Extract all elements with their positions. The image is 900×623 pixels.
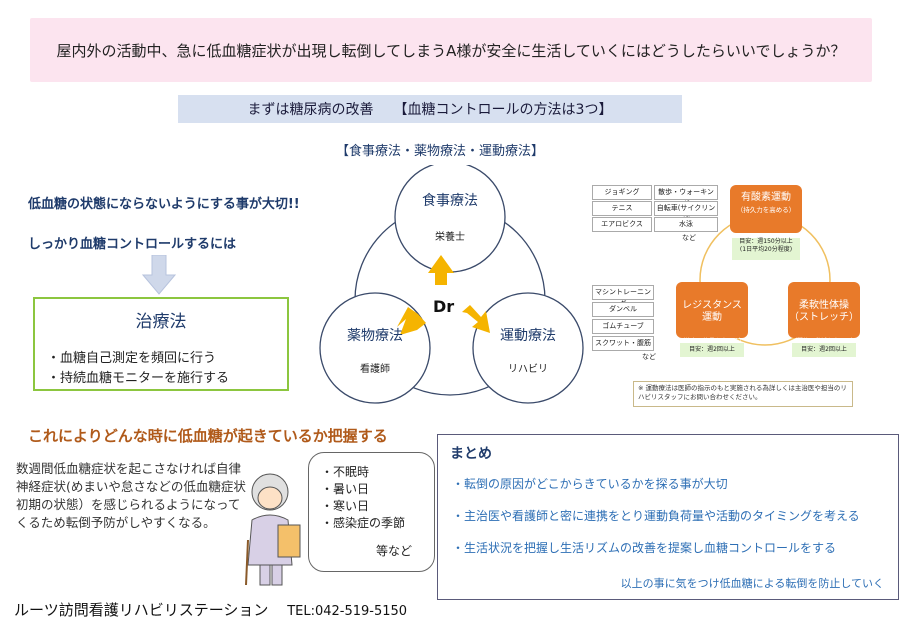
treatment-title: 治療法 (135, 312, 187, 332)
resistance-example: マシントレーニング (592, 285, 654, 308)
bubble-item: ・寒い日 (321, 499, 370, 513)
lead-text-2: しっかり血糖コントロールするには (28, 237, 237, 252)
food-therapy-sub: 栄養士 (435, 232, 465, 243)
organization-name: ルーツ訪問看護リハビリステーション (14, 601, 269, 619)
aerobic-example: 自転車(サイクリング) (654, 201, 718, 224)
summary-box: まとめ ・転倒の原因がどこからきているかを探る事が大切 ・主治医や看護師と密に連… (437, 434, 899, 600)
bubble-item: ・感染症の季節 (321, 516, 406, 530)
banner-text: 屋内外の活動中、急に低血糖症状が出現し転倒してしまうA様が安全に生活していくには… (56, 41, 846, 60)
aerobic-node: 有酸素運動 （持久力を高める） (730, 185, 802, 233)
resistance-sub: （筋力・筋量を高める） (678, 338, 745, 345)
therapy-diagram (319, 165, 584, 404)
speech-bubble: ・不眠時 ・暑い日 ・寒い日 ・感染症の季節 等など (308, 452, 435, 572)
flex-node: 柔軟性体操 （ストレッチ） （関節可動域を高める） (788, 282, 860, 345)
aerobic-example: テニス (592, 201, 652, 216)
footer: ルーツ訪問看護リハビリステーション TEL:042-519-5150 (14, 599, 407, 620)
aerobic-note: 目安：週150分以上 (1日平均20分程度) (732, 238, 800, 260)
aerobic-etc: など (682, 234, 696, 242)
bubble-item: ・不眠時 (321, 465, 370, 479)
summary-item: ・生活状況を把握し生活リズムの改善を提案し血糖コントロールをする (452, 541, 837, 555)
methods-label: 【食事療法・薬物療法・運動療法】 (335, 144, 544, 159)
aerobic-example: 散歩・ウォーキング (654, 185, 718, 208)
aerobic-example: 水泳 (654, 217, 718, 232)
banner: 屋内外の活動中、急に低血糖症状が出現し転倒してしまうA様が安全に生活していくには… (30, 18, 872, 82)
exercise-therapy-title: 運動療法 (500, 328, 556, 344)
drug-therapy-sub: 看護師 (360, 364, 390, 375)
treatment-item: ・血糖自己測定を頻回に行う (47, 351, 217, 366)
section-heading: これによりどんな時に低血糖が起きているか把握する (28, 427, 388, 445)
down-arrow-icon (142, 255, 176, 295)
flex-title: 柔軟性体操 （ストレッチ） (789, 300, 859, 323)
arrow-up-icon (428, 255, 454, 285)
arrow-down-left-icon (397, 307, 426, 335)
aerobic-sub: （持久力を高める） (736, 206, 796, 214)
drug-therapy-circle (319, 292, 431, 404)
elderly-person-illustration (245, 473, 301, 586)
drug-therapy-title: 薬物療法 (347, 328, 403, 344)
subheader-right: 【血糖コントロールの方法は3つ】 (393, 102, 613, 118)
bubble-item: ・暑い日 (321, 482, 370, 496)
exercise-footnote: ※ 運動療法は医師の指示のもと実施される為詳しくは主治医や担当のリハビリスタッフ… (633, 381, 853, 407)
summary-item: ・転倒の原因がどこからきているかを探る事が大切 (452, 477, 728, 491)
phone-number: TEL:042-519-5150 (287, 604, 408, 619)
aerobic-example: エアロビクス (592, 217, 652, 232)
bubble-etc: 等など (375, 544, 412, 558)
flex-note: 目安：週2回以上 (792, 343, 856, 357)
exercise-therapy-circle (472, 292, 584, 404)
food-therapy-title: 食事療法 (422, 193, 478, 209)
explanation-paragraph: 数週間低血糖症状を起こさなければ自律神経症状(めまいや怠さなどの低血糖症状初期の… (16, 461, 246, 530)
food-therapy-circle (394, 165, 506, 273)
resistance-node: レジスタンス 運動 （筋力・筋量を高める） (676, 282, 748, 345)
subheader: まずは糖尿病の改善 【血糖コントロールの方法は3つ】 (178, 95, 682, 123)
summary-item: ・主治医や看護師と密に連携をとり運動負荷量や活動のタイミングを考える (452, 509, 860, 523)
resistance-title: レジスタンス 運動 (682, 300, 742, 323)
doctor-label: Dr (433, 297, 455, 316)
flex-sub: （関節可動域を高める） (790, 338, 857, 345)
aerobic-example: ジョギング (592, 185, 652, 200)
exercise-chart: 有酸素運動 （持久力を高める） 目安：週150分以上 (1日平均20分程度) レ… (590, 180, 890, 380)
resistance-example: ダンベル (592, 302, 654, 317)
subheader-left: まずは糖尿病の改善 (247, 102, 374, 118)
exercise-therapy-sub: リハビリ (508, 364, 548, 375)
arrow-down-right-icon (462, 305, 490, 333)
resistance-note: 目安：週2回以上 (680, 343, 744, 357)
resistance-example: ゴムチューブ (592, 319, 654, 334)
resistance-etc: など (642, 353, 656, 361)
aerobic-title: 有酸素運動 (741, 192, 791, 203)
resistance-example: スクワット・腹筋 (592, 336, 654, 351)
treatment-box: 治療法 ・血糖自己測定を頻回に行う ・持続血糖モニターを施行する (33, 297, 289, 391)
summary-title: まとめ (450, 446, 492, 462)
summary-footer: 以上の事に気をつけ低血糖による転倒を防止していく (620, 577, 884, 590)
treatment-item: ・持続血糖モニターを施行する (47, 371, 230, 386)
lead-text-1: 低血糖の状態にならないようにする事が大切!! (28, 197, 300, 212)
